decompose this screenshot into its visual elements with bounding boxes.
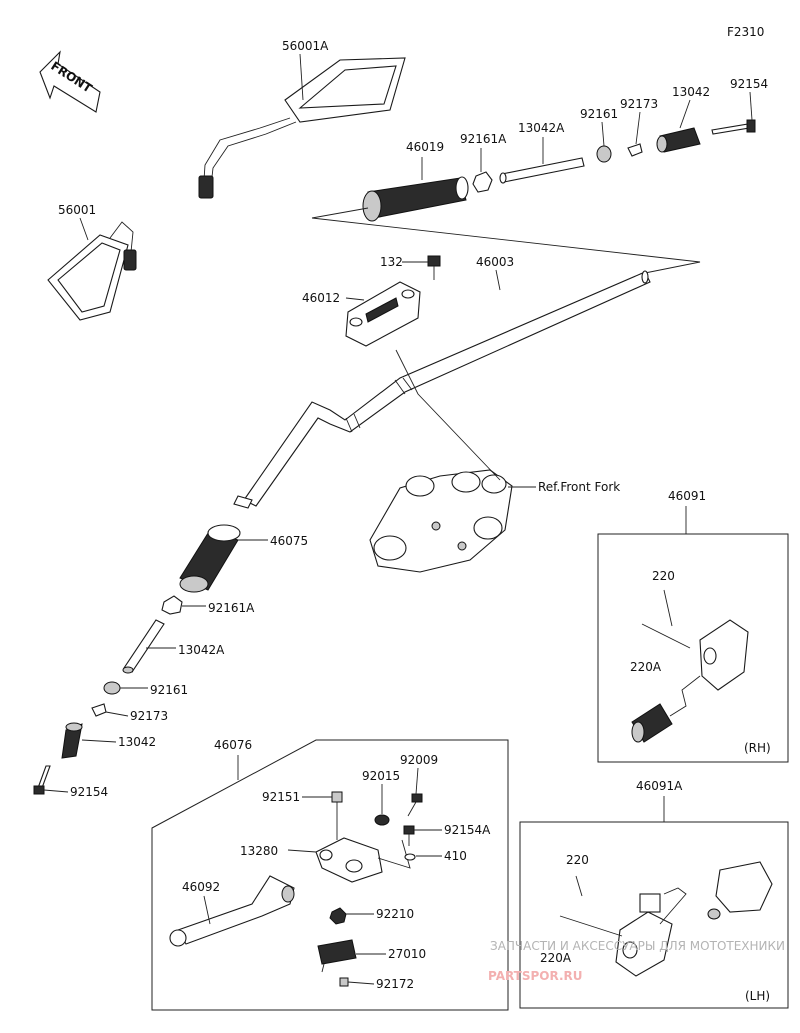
bolt-92009: [407, 793, 423, 817]
watermark-text: ЗАПЧАСТИ И АКСЕССУАРЫ ДЛЯ МОТОТЕХНИКИ: [490, 939, 785, 953]
bolt-92154-top: [711, 119, 756, 135]
label-13042A-top: 13042A: [518, 121, 565, 135]
lever-46092: [169, 875, 295, 947]
label-92161: 92161: [150, 683, 188, 697]
label-220-rh: 220: [652, 569, 675, 583]
nut-92210: [329, 907, 347, 925]
label-92009: 92009: [400, 753, 438, 767]
label-56001A: 56001A: [282, 39, 329, 53]
label-132: 132: [380, 255, 403, 269]
label-13042A: 13042A: [178, 643, 225, 657]
label-92154: 92154: [70, 785, 108, 799]
label-56001: 56001: [58, 203, 96, 217]
bar-end-tube: [233, 495, 253, 509]
handlebar-46003: [243, 270, 651, 507]
label-92173-top: 92173: [620, 97, 658, 111]
label-410: 410: [444, 849, 467, 863]
label-46075: 46075: [270, 534, 308, 548]
label-46091A: 46091A: [636, 779, 683, 793]
box-tag-lh: (LH): [745, 989, 770, 1003]
label-92172: 92172: [376, 977, 414, 991]
label-46019: 46019: [406, 140, 444, 154]
holder-13280: [315, 837, 411, 883]
label-46092: 46092: [182, 880, 220, 894]
box-tag-rh: (RH): [744, 741, 771, 755]
clip-92173-top: [627, 143, 643, 157]
bolt-132: [427, 255, 441, 280]
holder-46012: [345, 281, 421, 347]
label-92015: 92015: [362, 769, 400, 783]
label-92161-top: 92161: [580, 107, 618, 121]
label-46091: 46091: [668, 489, 706, 503]
label-46003: 46003: [476, 255, 514, 269]
weight-rod-13042A: [122, 619, 165, 674]
label-92154A: 92154A: [444, 823, 491, 837]
mirror-left: [47, 221, 137, 321]
label-46012: 46012: [302, 291, 340, 305]
label-13042: 13042: [118, 735, 156, 749]
washer-92015: [374, 814, 390, 826]
switch-27010: [317, 939, 357, 973]
label-92151: 92151: [262, 790, 300, 804]
ref-label: Ref.Front Fork: [538, 480, 620, 494]
bolt-92154: [33, 765, 51, 795]
washer-410: [404, 853, 416, 861]
label-92161A-top: 92161A: [460, 132, 507, 146]
watermark-brand: PARTSPOR.RU: [488, 969, 583, 983]
switch-lh: [559, 861, 773, 977]
screw-92172: [339, 977, 349, 987]
mirror-right: [198, 57, 406, 199]
weight-rod-13042A-top: [499, 157, 585, 184]
lh-switch-box: [519, 821, 789, 1009]
label-13042-top: 13042: [672, 85, 710, 99]
diagram-code: F2310: [727, 25, 764, 39]
grip-46075: [179, 524, 241, 593]
label-46076: 46076: [214, 738, 252, 752]
rh-switch-box: [597, 533, 789, 763]
label-92173: 92173: [130, 709, 168, 723]
lever-assembly-box: [151, 739, 509, 1011]
weight-13042-top: [656, 127, 701, 153]
label-220-lh: 220: [566, 853, 589, 867]
label-92154-top: 92154: [730, 77, 768, 91]
collar-92161A: [161, 595, 183, 615]
label-13280: 13280: [240, 844, 278, 858]
label-92161A: 92161A: [208, 601, 255, 615]
washer-92161: [103, 681, 121, 695]
front-arrow-icon: FRONT: [39, 50, 101, 113]
switch-rh: [631, 589, 749, 743]
label-220A-rh: 220A: [630, 660, 662, 674]
label-92210: 92210: [376, 907, 414, 921]
screw-92154A: [403, 825, 415, 846]
collar-92161A-top: [472, 171, 493, 193]
fork-upper-bracket: [369, 469, 513, 573]
bolt-92151: [331, 791, 343, 840]
label-220A-lh: 220A: [540, 951, 572, 965]
washer-92161-top: [596, 145, 612, 163]
grip-46019: [362, 176, 469, 222]
weight-13042: [61, 722, 83, 759]
label-27010: 27010: [388, 947, 426, 961]
clip-92173: [91, 703, 107, 717]
